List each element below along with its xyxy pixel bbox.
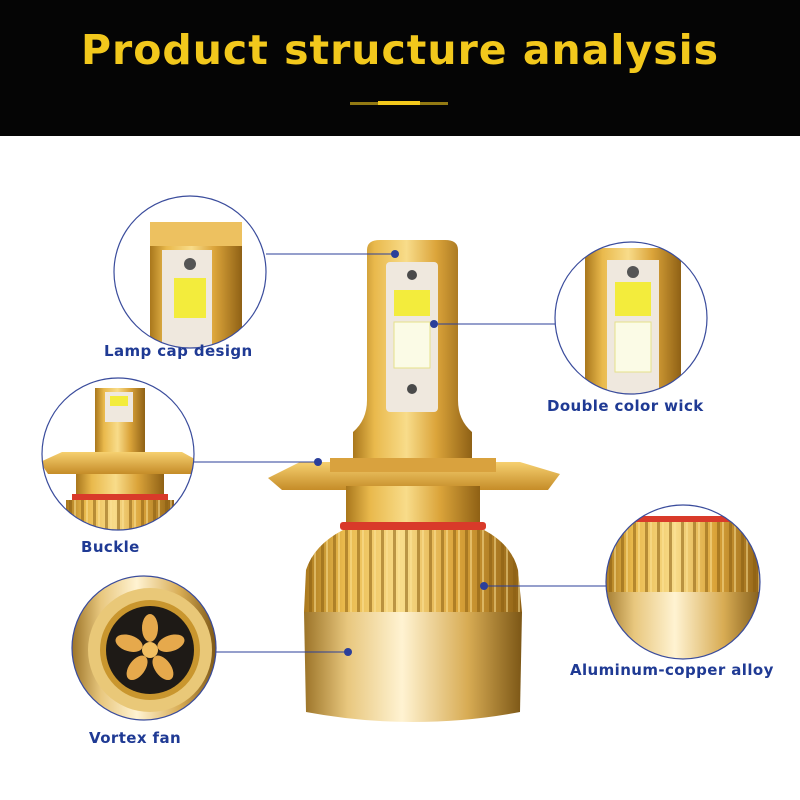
title-underline [350,101,448,106]
lamp-cap-detail [113,195,267,349]
callout-vortex-fan: Vortex fan [89,729,182,747]
vortex-fan-detail [71,575,217,721]
copper-base [304,612,522,722]
callout-lamp-cap: Lamp cap design [104,342,253,360]
red-seal-ring [340,522,486,530]
leader-lines [194,250,606,656]
led-chip-yellow [394,290,430,316]
callout-double-wick: Double color wick [547,397,704,415]
callout-alloy: Aluminum-copper alloy [570,661,774,679]
double-wick-detail [554,241,708,395]
page-title: Product structure analysis [80,26,720,74]
callout-buckle: Buckle [81,538,140,556]
led-chip-white [393,321,431,369]
buckle-detail [41,377,195,531]
main-bulb [268,240,560,722]
alloy-detail [605,504,761,660]
header-banner: Product structure analysis [0,0,800,136]
